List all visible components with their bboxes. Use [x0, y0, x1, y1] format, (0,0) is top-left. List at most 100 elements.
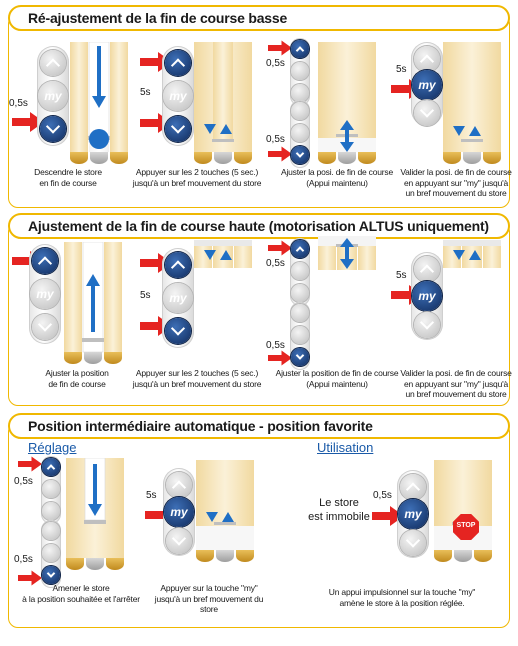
- section-2-title: Ajustement de la fin de course haute (mo…: [8, 213, 510, 239]
- caption-line: Appuyer sur la touche "my": [160, 583, 258, 593]
- down-button[interactable]: [32, 314, 58, 340]
- hold-time-label: 0,5s: [14, 554, 33, 565]
- caption-line: à la position souhaitée et l'arrêter: [22, 593, 140, 604]
- step-caption: Amener le store à la position souhaitée …: [22, 583, 140, 604]
- my-button[interactable]: my: [163, 81, 193, 111]
- caption-line: jusqu'à un bref mouvement du store: [132, 378, 262, 389]
- my-label: my: [44, 89, 62, 103]
- up-button[interactable]: [291, 102, 309, 120]
- section-3-title: Position intermédiaire automatique - pos…: [8, 413, 510, 439]
- up-button[interactable]: [32, 248, 58, 274]
- caption-line: jusqu'à un bref mouvement du store: [154, 593, 264, 615]
- my-button[interactable]: my: [164, 497, 194, 527]
- status-line: est immobile: [308, 511, 370, 523]
- chevron-down-icon: [170, 321, 186, 336]
- stop-sign-icon: STOP: [453, 514, 479, 540]
- up-button[interactable]: [165, 50, 191, 76]
- chevron-down-icon: [405, 533, 421, 548]
- my-button[interactable]: my: [30, 279, 60, 309]
- step-caption: Ajuster la posi. de fin de course (Appui…: [273, 167, 401, 188]
- my-button[interactable]: [291, 124, 309, 142]
- remote-control: [290, 302, 310, 370]
- up-button[interactable]: [414, 256, 440, 282]
- section-1-title: Ré-ajustement de la fin de course basse: [8, 5, 510, 31]
- caption-line: Ajuster la position: [45, 368, 109, 378]
- down-button[interactable]: [291, 84, 309, 102]
- caption-line: un bref mouvement du store: [405, 389, 507, 399]
- up-button[interactable]: [42, 458, 60, 476]
- blind-illustration: [70, 42, 128, 164]
- remote-control: my: [163, 468, 195, 556]
- blind-illustration: [196, 460, 254, 562]
- down-button[interactable]: [165, 116, 191, 142]
- down-button[interactable]: [40, 116, 66, 142]
- my-button[interactable]: [42, 544, 60, 562]
- status-line: Le store: [319, 497, 359, 509]
- remote-control: [290, 238, 310, 306]
- remote-control: my: [162, 46, 194, 146]
- down-button[interactable]: [166, 528, 192, 554]
- blind-status-text: Le store est immobile: [304, 496, 374, 524]
- up-button[interactable]: [291, 240, 309, 258]
- hold-time-label: 0,5s: [266, 258, 285, 269]
- remote-control: [41, 456, 61, 524]
- blind-illustration: [64, 242, 122, 364]
- my-button[interactable]: my: [163, 283, 193, 313]
- chevron-down-icon: [37, 317, 53, 332]
- up-button[interactable]: [291, 40, 309, 58]
- my-button[interactable]: my: [398, 499, 428, 529]
- up-button[interactable]: [400, 474, 426, 500]
- caption-line: Ajuster la position de fin de course: [275, 368, 399, 378]
- remote-control: [290, 38, 310, 106]
- up-button[interactable]: [166, 472, 192, 498]
- my-button[interactable]: [291, 62, 309, 80]
- blind-illustration: [434, 460, 492, 562]
- down-button[interactable]: [42, 566, 60, 584]
- down-button[interactable]: [291, 284, 309, 302]
- blind-illustration: [443, 240, 501, 268]
- red-arrow-icon: [372, 506, 404, 526]
- caption-line: Valider la posi. de fin de course: [400, 368, 512, 378]
- chevron-down-icon: [295, 351, 305, 360]
- caption-line: de fin de course: [48, 378, 106, 389]
- hold-time-label: 0,5s: [266, 340, 285, 351]
- my-button[interactable]: [291, 326, 309, 344]
- step-caption: Descendre le store en fin de course: [18, 167, 118, 188]
- up-button[interactable]: [414, 46, 440, 72]
- down-button[interactable]: [42, 502, 60, 520]
- chevron-up-icon: [419, 264, 435, 279]
- caption-line: un bref mouvement du store: [405, 188, 507, 198]
- remote-control: [290, 100, 310, 168]
- up-button[interactable]: [291, 304, 309, 322]
- hold-time-label: 0,5s: [9, 98, 28, 109]
- caption-line: jusqu'à un bref mouvement du store: [132, 177, 262, 188]
- my-button[interactable]: my: [412, 70, 442, 100]
- my-button[interactable]: [291, 262, 309, 280]
- stop-label: STOP: [456, 522, 476, 529]
- step-caption: Valider la posi. de fin de course en app…: [400, 167, 512, 199]
- chevron-up-icon: [37, 256, 53, 271]
- step-caption: Appuyer sur la touche "my" jusqu'à un br…: [148, 583, 270, 615]
- hold-time-label: 0,5s: [266, 58, 285, 69]
- up-button[interactable]: [40, 50, 66, 76]
- caption-line: (Appui maintenu): [306, 378, 368, 389]
- down-button[interactable]: [165, 318, 191, 344]
- down-button[interactable]: [414, 312, 440, 338]
- down-button[interactable]: [414, 100, 440, 126]
- my-button[interactable]: my: [38, 81, 68, 111]
- remote-control: my: [411, 42, 443, 126]
- up-button[interactable]: [42, 522, 60, 540]
- my-label: my: [418, 78, 436, 92]
- down-button[interactable]: [291, 146, 309, 164]
- hold-time-label: 0,5s: [373, 490, 392, 501]
- down-button[interactable]: [400, 530, 426, 556]
- hold-time-label: 5s: [396, 64, 407, 75]
- remote-control: my: [162, 248, 194, 348]
- blind-illustration: [66, 458, 124, 570]
- down-button[interactable]: [291, 348, 309, 366]
- red-arrow-icon: [268, 146, 292, 162]
- my-button[interactable]: [42, 480, 60, 498]
- my-button[interactable]: my: [412, 281, 442, 311]
- hold-time-label: 0,5s: [266, 134, 285, 145]
- up-button[interactable]: [165, 252, 191, 278]
